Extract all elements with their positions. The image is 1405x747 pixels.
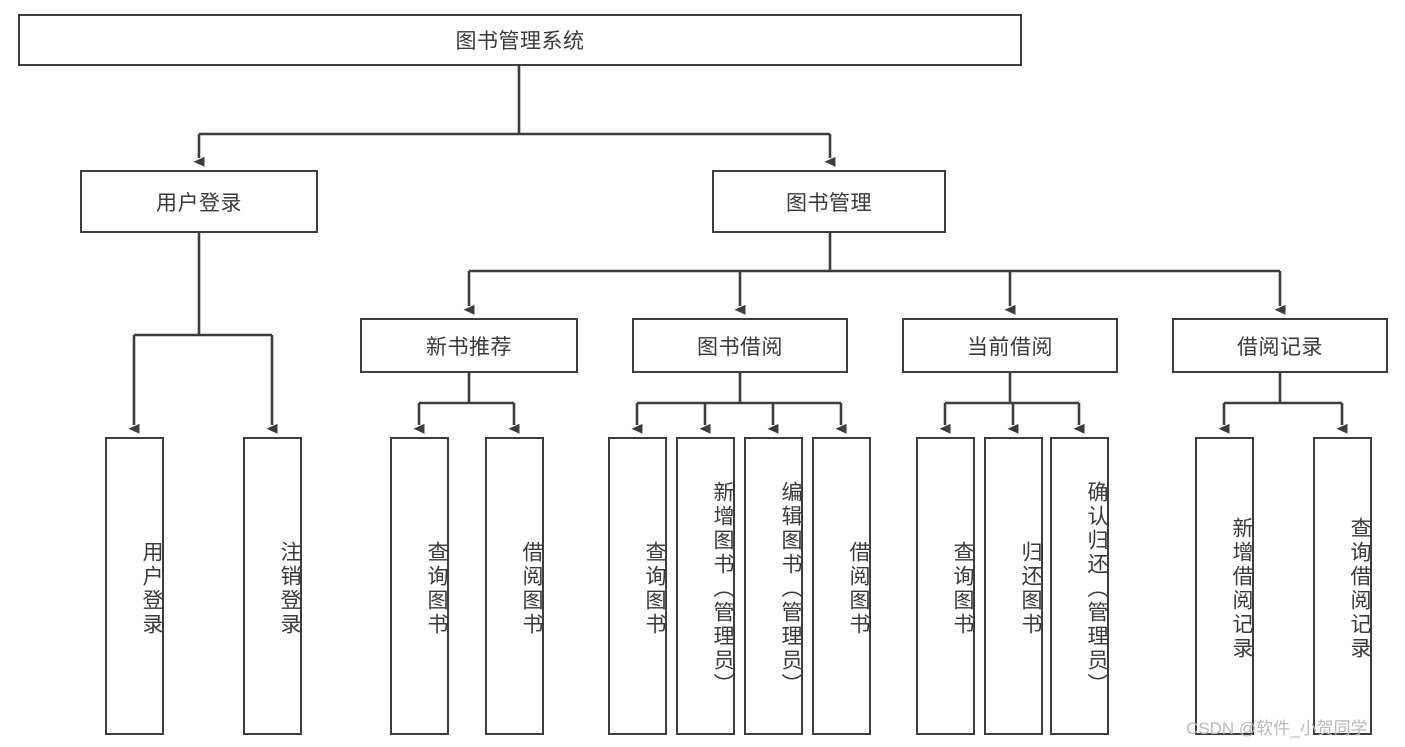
leaf-current-confirm-return[interactable]: 确认归还（管理员）	[1050, 437, 1109, 735]
node-label: 图书管理系统	[455, 30, 585, 53]
leaf-borrow-query-book[interactable]: 查询图书	[608, 437, 667, 735]
leaf-user-login-signin[interactable]: 用户登录	[105, 437, 164, 735]
node-root-system[interactable]: 图书管理系统	[18, 14, 1022, 66]
node-new-book-recommend[interactable]: 新书推荐	[360, 318, 578, 373]
node-label: 新书推荐	[426, 335, 512, 359]
leaf-user-login-signout[interactable]: 注销登录	[243, 437, 302, 735]
leaf-new-book-query[interactable]: 查询图书	[390, 437, 449, 735]
node-label: 归还图书	[1019, 541, 1042, 637]
node-label: 编辑图书（管理员）	[779, 481, 802, 697]
node-user-login[interactable]: 用户登录	[80, 170, 318, 233]
node-label: 用户登录	[140, 541, 163, 637]
leaf-current-query-book[interactable]: 查询图书	[916, 437, 975, 735]
watermark: CSDN @软件_小贺同学	[1186, 719, 1368, 738]
node-current-borrow[interactable]: 当前借阅	[902, 318, 1118, 373]
node-book-management[interactable]: 图书管理	[712, 170, 946, 233]
node-label: 图书借阅	[697, 335, 783, 359]
node-label: 注销登录	[278, 541, 301, 637]
node-label: 借阅图书	[520, 541, 543, 637]
node-label: 查询图书	[643, 541, 666, 637]
leaf-borrow-edit-book[interactable]: 编辑图书（管理员）	[744, 437, 803, 735]
node-label: 当前借阅	[967, 335, 1053, 359]
node-label: 借阅记录	[1237, 335, 1323, 359]
node-label: 图书管理	[786, 191, 872, 215]
node-label: 查询借阅记录	[1348, 517, 1371, 661]
node-label: 查询图书	[951, 541, 974, 637]
node-label: 新增图书（管理员）	[711, 481, 734, 697]
leaf-record-add[interactable]: 新增借阅记录	[1195, 437, 1254, 735]
node-label: 确认归还（管理员）	[1085, 481, 1108, 697]
leaf-current-return-book[interactable]: 归还图书	[984, 437, 1043, 735]
node-label: 借阅图书	[847, 541, 870, 637]
leaf-new-book-borrow[interactable]: 借阅图书	[485, 437, 544, 735]
node-book-borrow[interactable]: 图书借阅	[632, 318, 848, 373]
leaf-borrow-borrow-book[interactable]: 借阅图书	[812, 437, 871, 735]
node-label: 新增借阅记录	[1230, 517, 1253, 661]
leaf-borrow-add-book[interactable]: 新增图书（管理员）	[676, 437, 735, 735]
leaf-record-query[interactable]: 查询借阅记录	[1313, 437, 1372, 735]
node-label: 查询图书	[425, 541, 448, 637]
node-borrow-record[interactable]: 借阅记录	[1172, 318, 1388, 373]
node-label: 用户登录	[156, 191, 242, 215]
